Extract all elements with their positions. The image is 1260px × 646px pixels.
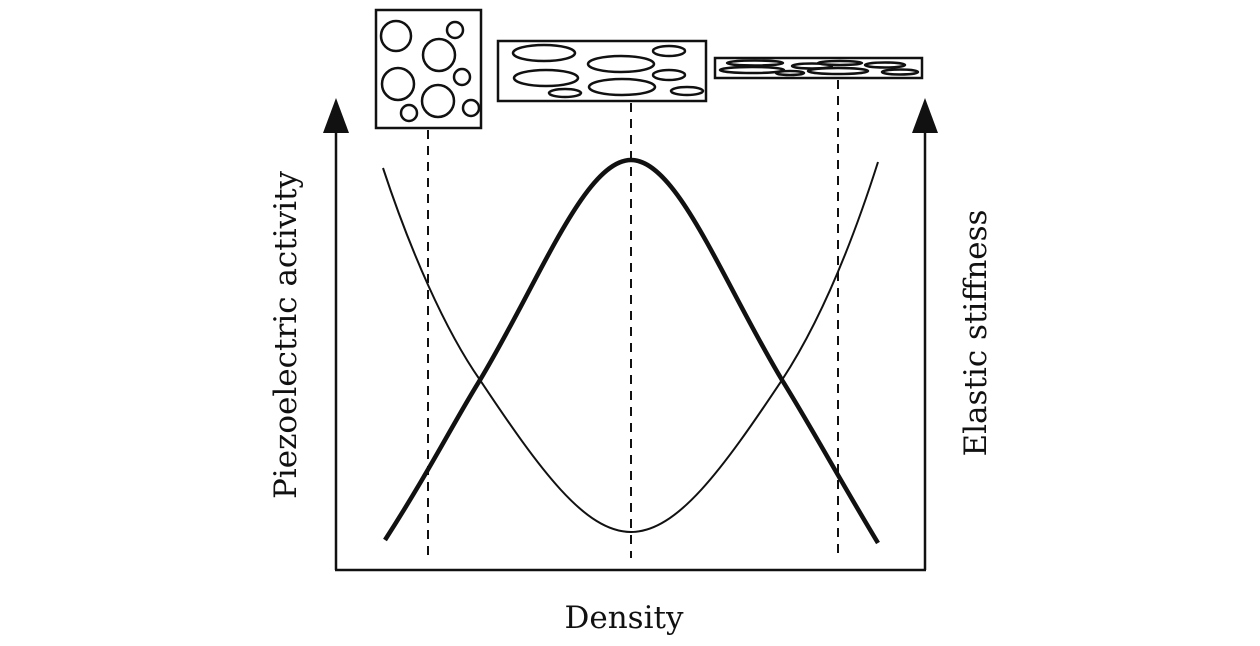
piezoelectric-activity-curve <box>383 157 880 545</box>
left-axis-arrowhead <box>323 98 349 133</box>
x-axis-label: Density <box>565 600 684 636</box>
inset-low-density <box>374 8 483 130</box>
right-axis-arrowhead <box>912 98 938 133</box>
elastic-stiffness-curve <box>382 161 879 534</box>
inset-medium-density <box>496 39 708 103</box>
left-axis-label: Piezoelectric activity <box>268 170 304 499</box>
right-axis-label: Elastic stiffness <box>958 210 994 457</box>
inset-high-density <box>713 56 924 80</box>
